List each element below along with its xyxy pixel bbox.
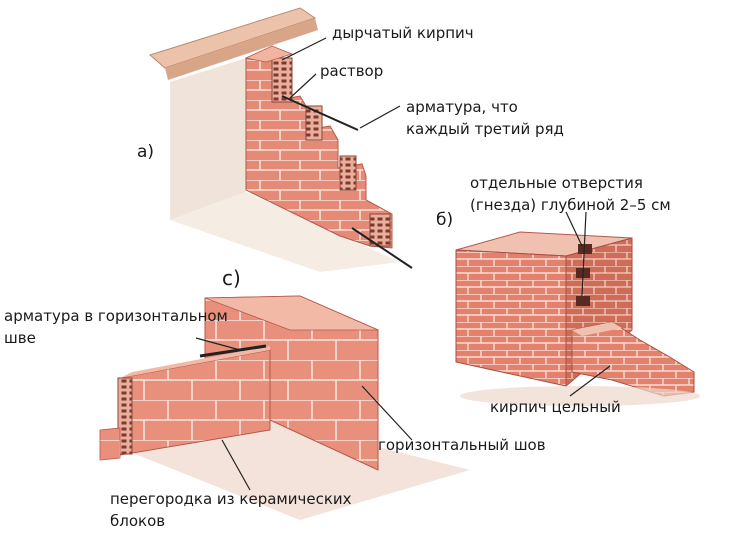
section-label-c: с) <box>222 266 241 290</box>
horizontal-reinforcement-bar <box>199 344 267 358</box>
leader-holes-2 <box>581 211 587 297</box>
leader-mortar <box>289 73 317 99</box>
section-label-b: б) <box>436 210 454 230</box>
label-horizontal-joint: горизонтальный шов <box>378 436 546 454</box>
label-mortar: раствор <box>320 62 384 80</box>
partition-end-holes <box>117 377 133 455</box>
nest-hole-1 <box>578 244 592 254</box>
leader-lines <box>195 37 611 491</box>
label-solid-brick: кирпич цельный <box>490 398 621 416</box>
hollow-brick-top <box>271 57 293 103</box>
label-reinforcement-line2: каждый третий ряд <box>406 120 564 138</box>
leader-solid-brick <box>569 365 611 397</box>
label-partition-line2: блоков <box>110 512 166 530</box>
label-holes-line2: (гнезда) глубиной 2–5 см <box>470 196 671 214</box>
label-horiz-reinf-line2: шве <box>4 329 36 347</box>
section-label-a: а) <box>137 142 155 162</box>
stepped-solid-bricks <box>571 321 695 397</box>
background-wall <box>170 58 246 220</box>
label-horiz-reinf-line1: арматура в горизонтальном <box>4 307 228 325</box>
label-partition-line1: перегородка из керамических <box>110 490 352 508</box>
section-a-drawing <box>148 7 413 272</box>
label-holes-line1: отдельные отверстия <box>470 174 643 192</box>
section-b-drawing <box>455 231 700 406</box>
leader-horiz-reinforcement <box>195 337 241 351</box>
nest-hole-3 <box>576 296 590 306</box>
leader-partition <box>221 439 251 491</box>
solid-brick-pillar-front <box>455 249 567 387</box>
label-reinforcement-line1: арматура, что <box>406 98 518 116</box>
label-hollow-brick: дырчатый кирпич <box>332 24 474 42</box>
leader-hollow-brick <box>281 37 327 61</box>
leader-horizontal-joint <box>361 385 413 441</box>
leader-reinforcement <box>359 105 401 129</box>
reinforcement-bar-lower <box>351 227 413 269</box>
reinforcement-bar-upper <box>281 95 359 131</box>
leader-holes <box>565 211 583 247</box>
section-c-drawing <box>99 295 470 520</box>
